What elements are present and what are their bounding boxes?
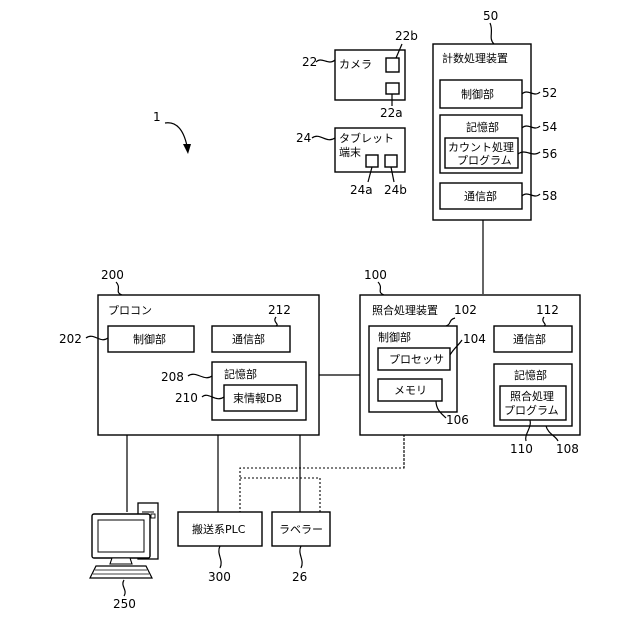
counting-comm-ref: 58	[542, 189, 557, 203]
tablet-label-line2: 端末	[339, 145, 361, 159]
computer-ref: 250	[113, 597, 136, 611]
matching-to-labeler-dotted-line	[240, 478, 320, 512]
system-ref-label: 1	[153, 110, 161, 124]
camera-part-22a	[386, 83, 399, 94]
computer-ref-leader	[123, 580, 125, 596]
camera-part-22b	[386, 58, 399, 72]
procon-storage-ref: 208	[161, 370, 184, 384]
tablet-part-24a	[366, 155, 378, 167]
procon-control-label: 制御部	[133, 332, 166, 346]
matching-processor-ref: 104	[463, 332, 486, 346]
counting-comm-label: 通信部	[464, 189, 497, 203]
matching-comm-label: 通信部	[513, 332, 546, 346]
counting-program-label-line2: プログラム	[457, 153, 512, 167]
tablet-part-24a-ref: 24a	[350, 183, 373, 197]
tablet-part-24b-ref: 24b	[384, 183, 407, 197]
camera-label: カメラ	[339, 58, 372, 71]
conveyor-plc-ref-leader	[219, 546, 221, 568]
matching-control-label: 制御部	[378, 330, 411, 344]
tablet-label-line1: タブレット	[339, 131, 394, 145]
conveyor-plc-block: 搬送系PLC	[178, 512, 262, 546]
matching-storage-ref: 108	[556, 442, 579, 456]
counting-control-ref: 52	[542, 86, 557, 100]
counting-program-label-line1: カウント処理	[448, 141, 514, 154]
matching-comm-ref: 112	[536, 303, 559, 317]
counting-storage-label: 記憶部	[466, 120, 499, 134]
tablet-ref-leader	[312, 136, 335, 139]
procon-title: プロコン	[108, 304, 152, 317]
matching-device-ref-leader	[378, 282, 384, 295]
labeler-ref: 26	[292, 570, 307, 584]
tablet-block: タブレット 端末	[335, 128, 405, 172]
matching-to-plc-dotted-line	[240, 435, 404, 512]
counting-device-ref: 50	[483, 9, 498, 23]
camera-part-22a-ref: 22a	[380, 106, 403, 120]
counting-device-title: 計数処理装置	[442, 51, 508, 65]
matching-processor-label: プロセッサ	[389, 353, 444, 366]
counting-program-ref: 56	[542, 147, 557, 161]
camera-ref-leader	[316, 60, 335, 62]
procon-control-ref: 202	[59, 332, 82, 346]
matching-program-label-line1: 照合処理	[510, 389, 554, 403]
matching-memory-label: メモリ	[394, 384, 427, 397]
matching-device-ref: 100	[364, 268, 387, 282]
counting-device-block: 計数処理装置 制御部 記憶部 カウント処理 プログラム 通信部	[433, 44, 531, 220]
procon-comm-label: 通信部	[232, 332, 265, 346]
procon-storage-label: 記憶部	[224, 367, 257, 381]
computer-icon	[90, 503, 158, 578]
tablet-part-24b	[385, 155, 397, 167]
procon-comm-ref: 212	[268, 303, 291, 317]
system-ref-arrow	[165, 123, 187, 146]
conveyor-plc-ref: 300	[208, 570, 231, 584]
matching-control-ref: 102	[454, 303, 477, 317]
procon-db-label: 束情報DB	[233, 392, 282, 405]
computer-stand	[110, 558, 132, 564]
labeler-label: ラベラー	[279, 523, 323, 536]
matching-program-ref: 110	[510, 442, 533, 456]
labeler-block: ラベラー	[272, 512, 330, 546]
procon-ref: 200	[101, 268, 124, 282]
computer-screen	[98, 520, 144, 552]
camera-part-22b-ref: 22b	[395, 29, 418, 43]
procon-ref-leader	[116, 282, 122, 295]
camera-ref-label: 22	[302, 55, 317, 69]
camera-block: カメラ	[335, 50, 405, 100]
computer-tower-button	[151, 514, 155, 518]
labeler-ref-leader	[300, 546, 302, 568]
computer-keyboard	[90, 566, 152, 578]
counting-device-ref-leader	[490, 23, 494, 44]
matching-device-title: 照合処理装置	[372, 303, 438, 317]
tablet-ref-label: 24	[296, 131, 311, 145]
counting-storage-ref: 54	[542, 120, 557, 134]
conveyor-plc-label: 搬送系PLC	[192, 522, 246, 536]
counting-control-label: 制御部	[461, 87, 494, 101]
matching-memory-ref: 106	[446, 413, 469, 427]
matching-program-label-line2: プログラム	[504, 403, 559, 417]
system-ref-arrowhead	[183, 144, 191, 154]
procon-db-ref: 210	[175, 391, 198, 405]
matching-storage-label: 記憶部	[514, 368, 547, 382]
